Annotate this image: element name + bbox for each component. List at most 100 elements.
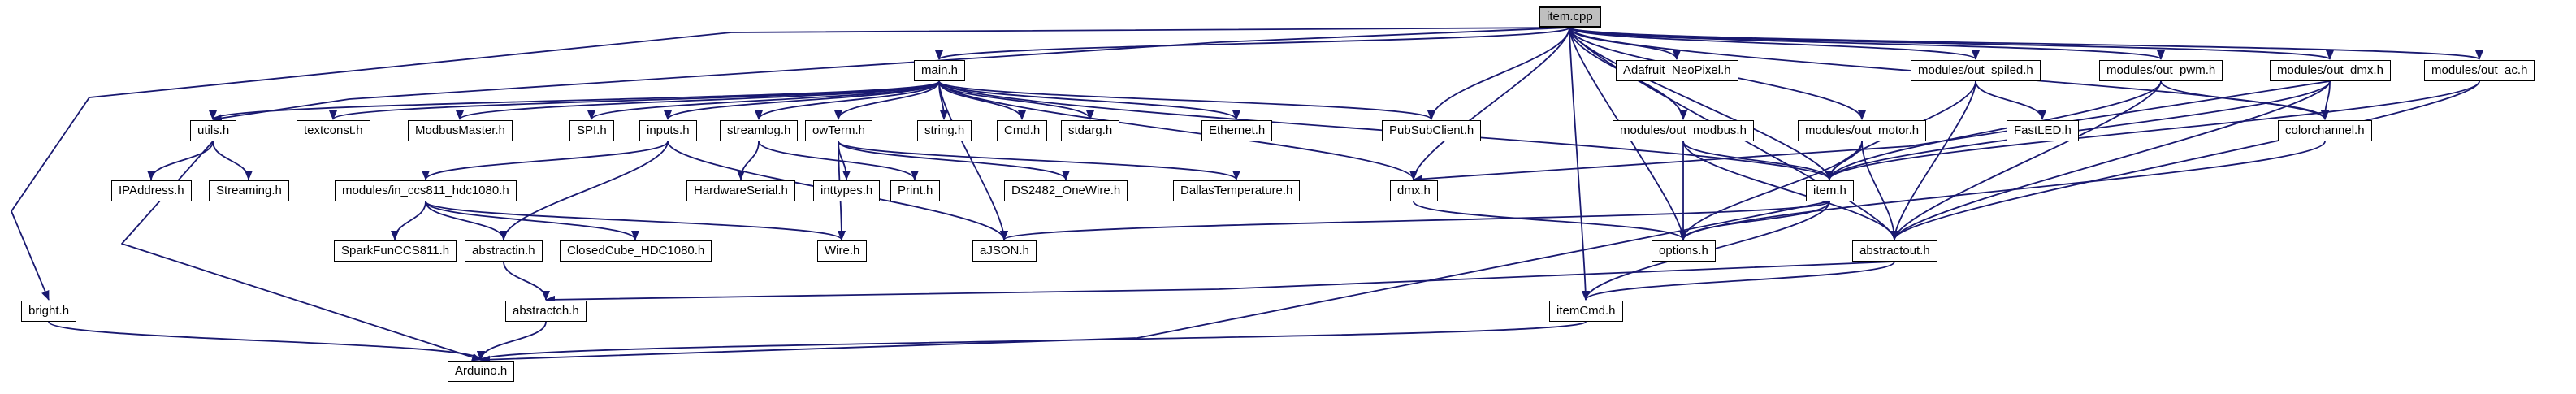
include-edge-out-ac-to-abstractout-h bbox=[1890, 80, 2480, 240]
include-edge-item-cpp-to-out-ac bbox=[1569, 27, 2483, 60]
include-edge-in-ccs811-hdc1080-to-sparkfunccs811-h bbox=[391, 201, 426, 240]
include-edge-main-h-to-modbusmaster-h bbox=[456, 80, 940, 120]
graph-node-itemcmd-h[interactable]: itemCmd.h bbox=[1549, 301, 1623, 322]
graph-node-fastled-h: FastLED.h bbox=[2007, 120, 2079, 141]
include-edge-main-h-to-pubsubclient-h bbox=[938, 80, 1435, 120]
graph-node-ipaddress-h: IPAddress.h bbox=[111, 180, 192, 201]
include-edge-abstractout-h-to-itemcmd-h bbox=[1582, 261, 1895, 301]
graph-node-item-cpp[interactable]: item.cpp bbox=[1539, 6, 1601, 28]
graph-node-textconst-h[interactable]: textconst.h bbox=[297, 120, 370, 141]
graph-node-bright-h[interactable]: bright.h bbox=[21, 301, 77, 322]
graph-node-spi-h: SPI.h bbox=[569, 120, 614, 141]
graph-node-abstractin-h[interactable]: abstractin.h bbox=[465, 240, 543, 262]
include-edge-item-cpp-to-pubsubclient-h bbox=[1427, 27, 1570, 120]
include-edge-owterm-h-to-ds2482-onewire-h bbox=[838, 141, 1070, 180]
graph-node-string-h: string.h bbox=[917, 120, 972, 141]
include-edge-out-motor-to-abstractout-h bbox=[1861, 141, 1898, 240]
include-edge-streamlog-h-to-hardwareserial-h bbox=[737, 141, 760, 180]
include-edge-utils-h-to-arduino-h bbox=[121, 141, 482, 362]
graph-node-out-ac[interactable]: modules/out_ac.h bbox=[2424, 60, 2535, 81]
graph-node-pubsubclient-h: PubSubClient.h bbox=[1382, 120, 1482, 141]
graph-node-abstractch-h[interactable]: abstractch.h bbox=[505, 301, 587, 322]
graph-node-streaming-h: Streaming.h bbox=[209, 180, 289, 201]
include-edge-main-h-to-dmx-h bbox=[938, 80, 1418, 180]
include-edge-main-h-to-inputs-h bbox=[664, 80, 940, 120]
graph-node-utils-h[interactable]: utils.h bbox=[190, 120, 237, 141]
include-edge-item-cpp-to-bright-h bbox=[11, 27, 1570, 301]
graph-node-out-dmx[interactable]: modules/out_dmx.h bbox=[2270, 60, 2391, 81]
include-edge-item-h-to-options-h bbox=[1679, 201, 1830, 240]
graph-node-main-h[interactable]: main.h bbox=[914, 60, 966, 81]
graph-node-out-motor[interactable]: modules/out_motor.h bbox=[1798, 120, 1927, 141]
include-edge-abstractin-h-to-abstractch-h bbox=[503, 261, 550, 301]
include-edge-in-ccs811-hdc1080-to-closedcube-hdc1080-h bbox=[425, 201, 639, 240]
include-edge-main-h-to-ajson-h bbox=[938, 80, 1008, 240]
include-edge-out-pwm-to-item-h bbox=[1825, 80, 2162, 180]
include-edge-colorchannel-h-to-options-h bbox=[1679, 141, 2326, 240]
include-edge-bright-h-to-arduino-h bbox=[48, 321, 485, 361]
include-edge-out-modbus-to-abstractout-h bbox=[1682, 141, 1898, 240]
include-edge-utils-h-to-ipaddress-h bbox=[147, 141, 214, 180]
graph-node-cmd-h: Cmd.h bbox=[997, 120, 1048, 141]
include-edge-out-dmx-to-dmx-h bbox=[1413, 80, 2331, 184]
graph-node-stdarg-h: stdarg.h bbox=[1061, 120, 1120, 141]
include-edge-out-motor-to-options-h bbox=[1679, 141, 1863, 240]
include-edge-in-ccs811-hdc1080-to-abstractin-h bbox=[425, 201, 508, 240]
include-edge-inputs-h-to-in-ccs811-hdc1080 bbox=[422, 141, 669, 180]
graph-node-sparkfunccs811-h: SparkFunCCS811.h bbox=[334, 240, 457, 262]
graph-node-ajson-h: aJSON.h bbox=[972, 240, 1037, 262]
graph-node-inputs-h[interactable]: inputs.h bbox=[639, 120, 697, 141]
graph-node-hardwareserial-h: HardwareSerial.h bbox=[686, 180, 795, 201]
graph-node-colorchannel-h[interactable]: colorchannel.h bbox=[2278, 120, 2372, 141]
graph-node-ds2482-onewire-h: DS2482_OneWire.h bbox=[1004, 180, 1128, 201]
include-edge-out-dmx-to-colorchannel-h bbox=[2321, 80, 2331, 120]
graph-node-ethernet-h: Ethernet.h bbox=[1201, 120, 1273, 141]
include-edge-abstractout-h-to-abstractch-h bbox=[545, 261, 1895, 304]
include-edge-inputs-h-to-abstractin-h bbox=[500, 141, 669, 240]
include-edge-main-h-to-utils-h bbox=[209, 80, 940, 120]
graph-node-in-ccs811-hdc1080[interactable]: modules/in_ccs811_hdc1080.h bbox=[335, 180, 517, 201]
graph-node-modbusmaster-h: ModbusMaster.h bbox=[408, 120, 513, 141]
include-edge-main-h-to-cmd-h bbox=[938, 80, 1026, 120]
graph-node-arduino-h: Arduino.h bbox=[448, 361, 515, 382]
include-edge-main-h-to-owterm-h bbox=[834, 80, 940, 120]
graph-node-item-h[interactable]: item.h bbox=[1806, 180, 1854, 201]
graph-node-dmx-h[interactable]: dmx.h bbox=[1390, 180, 1438, 201]
include-edge-main-h-to-spi-h bbox=[587, 80, 940, 120]
include-edge-item-cpp-to-dmx-h bbox=[1409, 27, 1570, 180]
include-edge-utils-h-to-streaming-h bbox=[212, 141, 253, 180]
include-edge-in-ccs811-hdc1080-to-wire-h bbox=[425, 201, 846, 240]
include-edge-main-h-to-streamlog-h bbox=[755, 80, 940, 120]
include-edge-item-cpp-to-item-h bbox=[1569, 27, 1834, 180]
include-edge-item-cpp-to-utils-h bbox=[212, 27, 1570, 123]
include-edge-out-spiled-to-fastled-h bbox=[1975, 80, 2046, 120]
graph-node-closedcube-hdc1080-h: ClosedCube_HDC1080.h bbox=[560, 240, 712, 262]
include-edge-item-h-to-ajson-h bbox=[1000, 201, 1830, 240]
include-edge-item-cpp-to-out-pwm bbox=[1569, 27, 2165, 60]
graph-node-owterm-h[interactable]: owTerm.h bbox=[805, 120, 873, 141]
graph-node-adafruit-neopixel: Adafruit_NeoPixel.h bbox=[1616, 60, 1738, 81]
include-edge-out-modbus-to-item-h bbox=[1682, 141, 1834, 180]
include-edge-out-ac-to-item-h bbox=[1825, 80, 2480, 180]
graph-node-out-modbus[interactable]: modules/out_modbus.h bbox=[1613, 120, 1754, 141]
include-edge-out-dmx-to-item-h bbox=[1825, 80, 2331, 180]
graph-node-print-h: Print.h bbox=[890, 180, 941, 201]
graph-node-streamlog-h[interactable]: streamlog.h bbox=[720, 120, 799, 141]
include-edge-out-spiled-to-abstractout-h bbox=[1890, 80, 1976, 240]
include-edge-itemcmd-h-to-arduino-h bbox=[477, 321, 1587, 361]
include-edge-item-cpp-to-out-dmx bbox=[1569, 27, 2334, 60]
graph-node-out-pwm[interactable]: modules/out_pwm.h bbox=[2099, 60, 2223, 81]
include-edge-out-pwm-to-abstractout-h bbox=[1890, 80, 2162, 240]
include-edge-main-h-to-textconst-h bbox=[329, 80, 940, 120]
include-edge-main-h-to-ethernet-h bbox=[938, 80, 1240, 120]
include-edge-item-cpp-to-itemcmd-h bbox=[1569, 27, 1590, 301]
graph-node-wire-h: Wire.h bbox=[817, 240, 868, 262]
graph-node-abstractout-h[interactable]: abstractout.h bbox=[1852, 240, 1937, 262]
graph-node-options-h[interactable]: options.h bbox=[1652, 240, 1716, 262]
graph-node-out-spiled[interactable]: modules/out_spiled.h bbox=[1911, 60, 2041, 81]
include-edge-streamlog-h-to-print-h bbox=[758, 141, 919, 180]
graph-node-dallastemperature-h: DallasTemperature.h bbox=[1173, 180, 1301, 201]
include-edge-out-dmx-to-abstractout-h bbox=[1890, 80, 2331, 240]
include-edge-main-h-to-stdarg-h bbox=[938, 80, 1094, 120]
include-edge-owterm-h-to-dallastemperature-h bbox=[838, 141, 1240, 180]
